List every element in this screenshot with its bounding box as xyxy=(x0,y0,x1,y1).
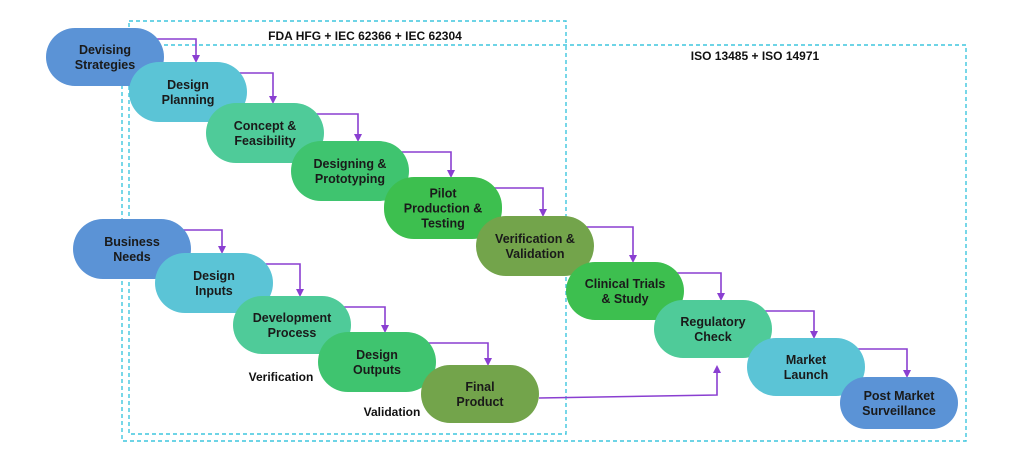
node-business-needs-shape xyxy=(73,219,191,279)
node-clinical-trials-study-label-line: & Study xyxy=(601,292,648,306)
edge-design-inputs-to-development-process xyxy=(263,263,304,297)
edge-development-process-to-design-outputs xyxy=(341,306,389,333)
node-pilot-production-testing-label-line: Pilot xyxy=(429,187,457,201)
edge-design-outputs-to-final-product xyxy=(426,342,492,366)
node-design-outputs-shape xyxy=(318,332,436,392)
node-clinical-trials-study-label-line: Clinical Trials xyxy=(585,277,666,291)
node-design-planning-shape xyxy=(129,62,247,122)
node-designing-prototyping-label-line: Designing & xyxy=(314,157,387,171)
node-post-market-surveillance-label-line: Post Market xyxy=(864,389,936,403)
node-post-market-surveillance-label-line: Surveillance xyxy=(862,404,936,418)
node-design-planning-label-line: Design xyxy=(167,78,209,92)
edge-final-product-to-regulatory-check xyxy=(538,365,721,399)
node-concept-feasibility-shape xyxy=(206,103,324,163)
node-clinical-trials-study: Clinical Trials& Study xyxy=(566,262,684,320)
node-pilot-production-testing-label-line: Testing xyxy=(421,217,465,231)
node-regulatory-check-label-line: Regulatory xyxy=(680,315,745,329)
node-market-launch-label-line: Market xyxy=(786,353,827,367)
node-verification-validation: Verification &Validation xyxy=(476,216,594,276)
edge-verification-validation-to-clinical-trials-study xyxy=(584,226,637,263)
node-regulatory-check-label-line: Check xyxy=(694,330,732,344)
label-validation: Validation xyxy=(364,405,421,419)
node-design-outputs-label-line: Outputs xyxy=(353,363,401,377)
node-final-product-label-line: Final xyxy=(465,380,494,394)
node-design-outputs-label-line: Design xyxy=(356,348,398,362)
node-design-inputs-shape xyxy=(155,253,273,313)
node-market-launch-shape xyxy=(747,338,865,396)
edge-devising-strategies-to-design-planning xyxy=(154,38,200,63)
region-iso-label: ISO 13485 + ISO 14971 xyxy=(691,49,820,63)
node-devising-strategies-label-line: Devising xyxy=(79,43,131,57)
region-fda-label: FDA HFG + IEC 62366 + IEC 62304 xyxy=(268,29,462,43)
node-design-inputs-label-line: Design xyxy=(193,269,235,283)
node-business-needs-label-line: Business xyxy=(104,235,160,249)
edge-market-launch-to-post-market-surveillance xyxy=(855,348,911,378)
node-final-product-shape xyxy=(421,365,539,423)
node-designing-prototyping-label-line: Prototyping xyxy=(315,172,385,186)
node-post-market-surveillance-shape xyxy=(840,377,958,429)
node-concept-feasibility: Concept &Feasibility xyxy=(206,103,324,163)
node-designing-prototyping-shape xyxy=(291,141,409,201)
edge-concept-feasibility-to-designing-prototyping xyxy=(314,113,362,142)
node-market-launch-label-line: Launch xyxy=(784,368,828,382)
node-verification-validation-label-line: Verification & xyxy=(495,232,575,246)
node-clinical-trials-study-shape xyxy=(566,262,684,320)
node-development-process-label-line: Process xyxy=(268,326,317,340)
edge-designing-prototyping-to-pilot-production-testing xyxy=(399,151,455,178)
node-final-product-label-line: Product xyxy=(456,395,504,409)
node-business-needs-label-line: Needs xyxy=(113,250,151,264)
node-regulatory-check-shape xyxy=(654,300,772,358)
edge-clinical-trials-study-to-regulatory-check xyxy=(674,272,725,301)
node-design-inputs-label-line: Inputs xyxy=(195,284,233,298)
edge-design-planning-to-concept-feasibility xyxy=(237,72,277,104)
node-devising-strategies-shape xyxy=(46,28,164,86)
node-concept-feasibility-label-line: Concept & xyxy=(234,119,297,133)
node-pilot-production-testing-label-line: Production & xyxy=(404,202,482,216)
node-development-process-label-line: Development xyxy=(253,311,332,325)
node-devising-strategies-label-line: Strategies xyxy=(75,58,135,72)
node-development-process-shape xyxy=(233,296,351,354)
edge-regulatory-check-to-market-launch xyxy=(762,310,818,339)
node-verification-validation-label-line: Validation xyxy=(505,247,564,261)
edge-pilot-production-testing-to-verification-validation xyxy=(492,187,547,217)
node-design-planning-label-line: Planning xyxy=(162,93,215,107)
node-designing-prototyping: Designing &Prototyping xyxy=(291,141,409,201)
node-verification-validation-shape xyxy=(476,216,594,276)
label-verification: Verification xyxy=(249,370,314,384)
edge-business-needs-to-design-inputs xyxy=(181,229,226,254)
node-concept-feasibility-label-line: Feasibility xyxy=(234,134,295,148)
node-pilot-production-testing-shape xyxy=(384,177,502,239)
